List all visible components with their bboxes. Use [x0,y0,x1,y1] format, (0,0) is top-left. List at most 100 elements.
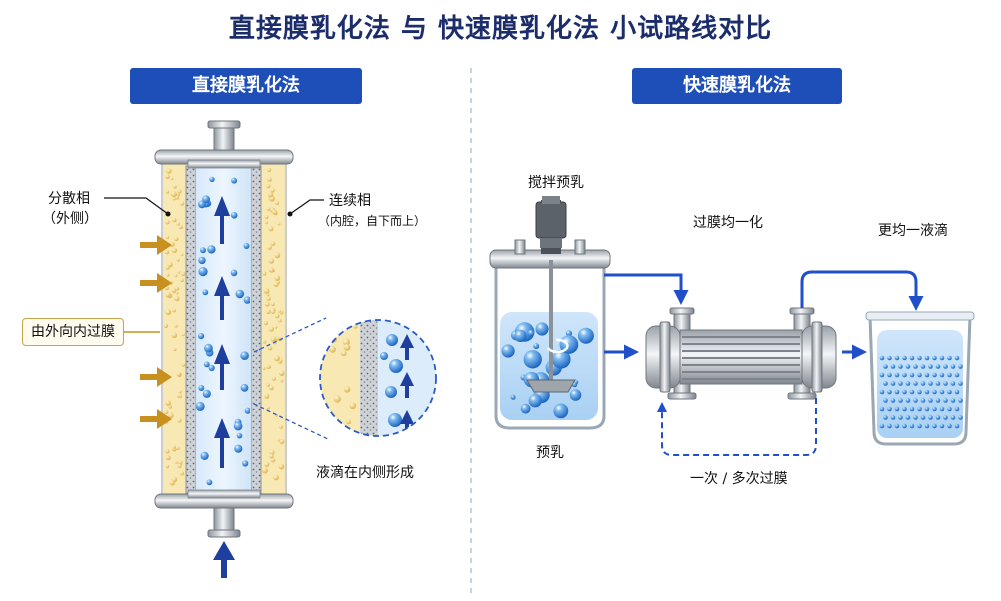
impeller [526,379,576,393]
pre-emulsion-droplet [528,329,535,337]
uniform-droplet [928,415,933,420]
uniform-droplet [894,389,900,395]
pre-emulsion-beaker [489,196,611,430]
oil-droplet [177,189,182,194]
oil-droplet [262,340,267,344]
zoom-oil-droplet [333,395,341,403]
oil-droplet [177,460,183,466]
pre-emulsion-droplet [551,349,571,369]
oil-droplet [266,184,271,189]
uniform-droplet [879,355,885,361]
oil-droplet [181,333,185,337]
uniform-droplet [898,364,903,369]
oil-droplet [268,267,275,273]
recirculation-loop [657,398,817,456]
flow-arrow [214,418,230,468]
water-droplet [206,479,213,486]
oil-droplet [267,167,272,173]
uniform-droplet [898,415,903,420]
zoom-label: 液滴在内侧形成 [316,465,414,481]
uniform-droplet [935,381,941,386]
oil-droplet [266,383,270,387]
uniform-droplet [902,355,907,361]
uniform-droplet [887,406,892,412]
oil-droplet [270,336,277,342]
zoom-droplet [385,386,397,398]
oil-droplet [165,309,172,316]
oil-droplet [178,225,183,230]
oil-droplet [165,190,170,194]
motor [535,201,567,239]
uniform-droplet [879,406,885,412]
oil-droplet [275,313,280,319]
zoom-droplet [388,413,402,427]
oil-droplet [176,222,180,226]
stir-label: 搅拌预乳 [528,175,584,191]
uniform-droplet [917,355,922,361]
uniform-droplet [909,423,915,429]
inlet-arrow [213,541,235,578]
uniform-droplet [887,355,892,361]
uniform-droplet [954,406,960,412]
oil-droplet [165,464,170,469]
oil-droplet [278,424,284,429]
uniform-droplet [924,355,930,361]
oil-droplet [171,332,178,339]
oil-droplet [274,325,278,329]
oil-droplet [181,271,186,277]
oil-droplet [177,372,181,377]
water-droplet [208,364,215,372]
oil-droplet [165,400,172,406]
right-header-pill: 快速膜乳化法 [632,68,842,104]
oil-droplet [164,409,169,415]
oil-droplet [173,184,177,189]
oil-droplet [172,217,177,223]
oil-droplet [166,235,170,239]
dispersed-phase-label: 分散相 [48,191,90,207]
result-label: 更均一液滴 [878,223,948,239]
pre-emulsion-droplet [533,343,540,350]
pre-emulsion-droplet [553,403,569,419]
homogenize-label: 过膜均一化 [693,215,763,231]
water-droplet [198,385,205,391]
water-droplet [207,245,216,254]
oil-droplet [178,390,182,394]
uniform-droplet [943,381,948,386]
zoom-oil-droplet [346,419,351,425]
uniform-droplet [902,389,907,395]
oil-droplet [261,467,268,474]
uniform-droplet [898,381,903,386]
oil-droplet [266,364,271,369]
oil-droplet [176,258,180,262]
uniform-droplet [894,355,900,361]
oil-droplet [166,273,170,277]
uniform-droplet [920,364,926,369]
water-droplet [230,269,238,277]
uniform-droplet [924,406,930,412]
membrane-wall-left [185,165,197,495]
permeation-arrow [140,367,172,387]
oil-droplet [266,296,271,301]
oil-droplet [264,215,269,220]
uniform-droplet [905,415,911,420]
oil-droplet [174,296,180,302]
uniform-droplet [898,398,903,403]
zoom-oil-droplet [353,324,358,329]
continuous-phase-label: 连续相 [329,193,371,209]
uniform-droplet [958,381,963,386]
oil-droplet [172,308,176,313]
water-droplet [240,351,249,361]
oil-droplet [278,309,282,313]
oil-droplet [177,271,181,274]
pre-emulsion-label: 预乳 [536,445,564,461]
oil-droplet [273,281,279,287]
permeation-arrows [140,235,172,429]
uniform-droplet [954,355,960,361]
uniform-droplet [935,415,941,420]
oil-droplet [272,209,277,215]
oil-droplet [266,406,270,410]
oil-droplet [170,191,177,198]
uniform-droplet [905,381,911,386]
flow-arrow [214,344,230,390]
